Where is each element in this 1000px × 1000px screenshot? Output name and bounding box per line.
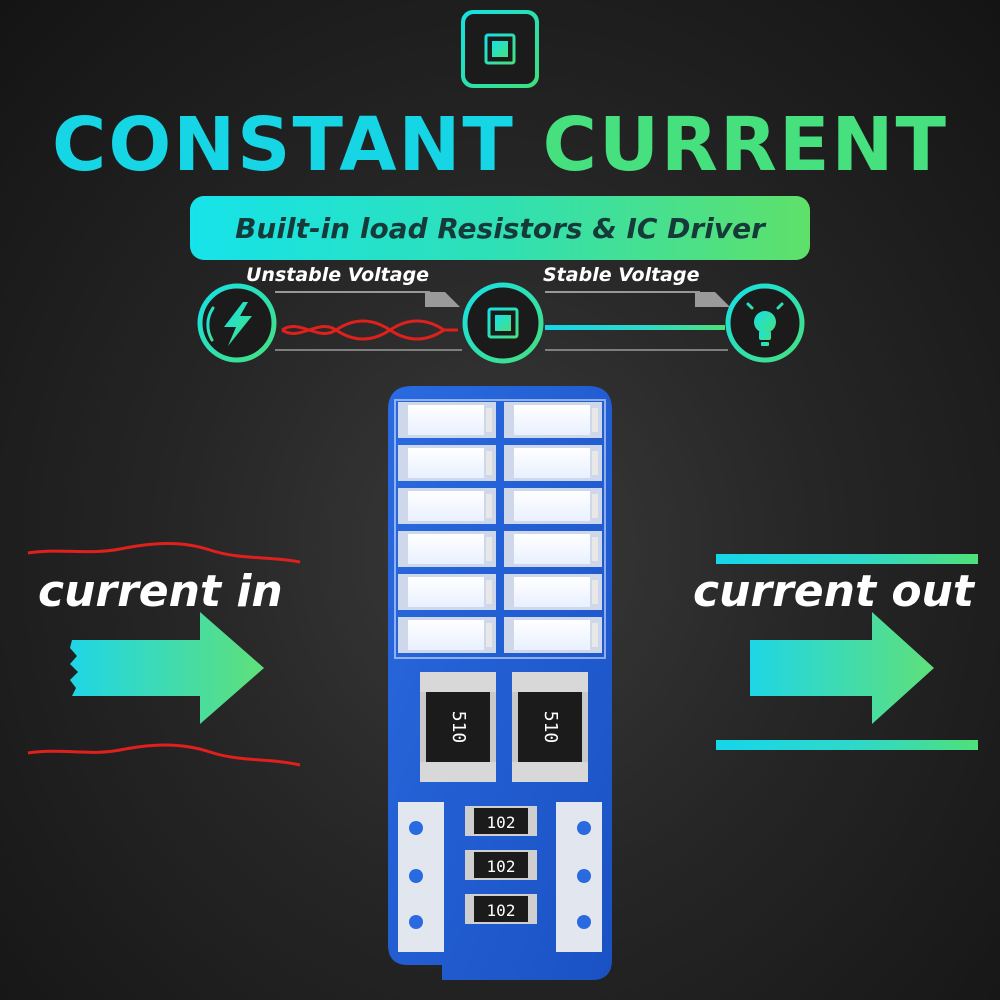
led-chip	[504, 531, 602, 567]
chip-icon	[461, 10, 539, 88]
output-arrow	[750, 612, 934, 724]
resistor-small-3-code: 102	[487, 901, 516, 920]
led-grid	[398, 402, 602, 653]
resistor-large-left: 510	[420, 672, 496, 782]
stable-voltage-label: Stable Voltage	[543, 264, 700, 286]
led-chip	[398, 574, 496, 610]
led-frame	[394, 399, 606, 659]
input-arrow	[70, 612, 264, 724]
led-chip	[398, 531, 496, 567]
led-chip	[504, 402, 602, 438]
led-chip	[504, 617, 602, 653]
resistor-small-1-code: 102	[487, 813, 516, 832]
stable-lines	[545, 325, 725, 330]
lightbulb-icon	[725, 283, 805, 363]
page-title: CONSTANT CURRENT	[0, 100, 1000, 190]
led-chip	[398, 445, 496, 481]
resistor-large-right-code: 510	[540, 711, 561, 744]
subtitle-banner: Built-in load Resistors & IC Driver	[190, 196, 810, 260]
lightning-icon	[197, 283, 277, 363]
resistor-small-3: 102	[465, 894, 537, 924]
output-lines	[716, 554, 978, 750]
guide-lines	[275, 291, 730, 351]
led-chip	[398, 617, 496, 653]
chip-icon	[462, 282, 544, 364]
current-in-label: current in	[38, 566, 283, 617]
contact-pad-left	[398, 802, 444, 952]
resistor-large-right: 510	[512, 672, 588, 782]
resistor-small-2-code: 102	[487, 857, 516, 876]
title-word-constant: CONSTANT	[52, 102, 515, 188]
led-chip	[504, 445, 602, 481]
led-chip	[398, 402, 496, 438]
contact-pad-right	[556, 802, 602, 952]
title-word-current: CURRENT	[542, 102, 948, 188]
led-chip	[398, 488, 496, 524]
unstable-voltage-label: Unstable Voltage	[246, 264, 430, 286]
input-red-waves	[27, 542, 301, 767]
resistor-large-left-code: 510	[448, 711, 469, 744]
subtitle-text: Built-in load Resistors & IC Driver	[235, 211, 765, 245]
led-chip	[504, 574, 602, 610]
unstable-wave	[281, 319, 458, 341]
resistor-small-2: 102	[465, 850, 537, 880]
current-out-label: current out	[693, 566, 974, 617]
led-chip	[504, 488, 602, 524]
resistor-small-1: 102	[465, 806, 537, 836]
